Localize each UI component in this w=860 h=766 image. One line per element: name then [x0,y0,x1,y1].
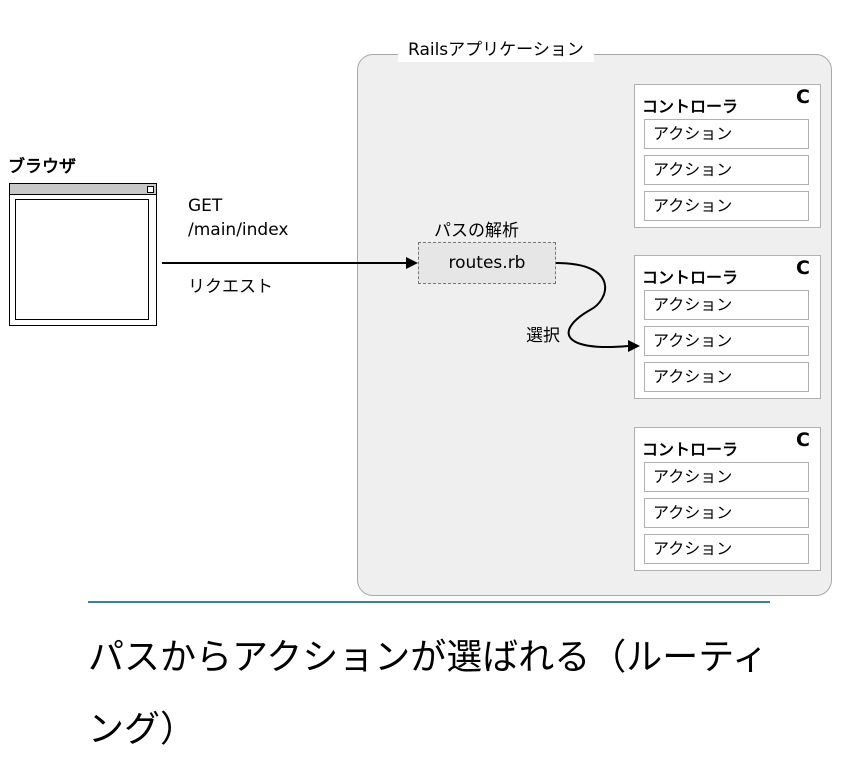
request-label: リクエスト [188,277,273,297]
action-item: アクション [644,155,809,185]
caption-divider [88,601,770,603]
action-item: アクション [644,290,809,320]
browser-window-icon [9,183,157,326]
rails-application-title: Railsアプリケーション [398,38,594,62]
window-button-icon [147,186,154,193]
controller-badge: C [796,86,810,108]
controller-box-2: コントローラ C アクション アクション アクション [634,255,821,399]
action-item: アクション [644,119,809,149]
routes-file-box: routes.rb [418,242,556,284]
controller-badge: C [796,257,810,279]
controller-box-1: コントローラ C アクション アクション アクション [634,84,821,228]
browser-label: ブラウザ [8,157,76,177]
controller-label: コントローラ [642,440,739,459]
action-item: アクション [644,362,809,392]
browser-viewport [15,199,149,320]
action-item: アクション [644,191,809,221]
controller-label: コントローラ [642,97,739,116]
path-parsing-caption: パスの解析 [434,221,519,241]
routes-file-name: routes.rb [448,253,526,273]
controller-label: コントローラ [642,268,739,287]
request-arrow [162,257,418,269]
controller-box-3: コントローラ C アクション アクション アクション [634,427,821,571]
browser-titlebar [10,184,156,195]
action-item: アクション [644,534,809,564]
action-item: アクション [644,498,809,528]
figure-caption: パスからアクションが選ばれる（ルーティング） [88,637,769,750]
select-label: 選択 [526,326,560,346]
request-method: GET [188,196,223,216]
action-item: アクション [644,462,809,492]
request-path: /main/index [188,220,289,240]
controller-badge: C [796,429,810,451]
selection-arrow [555,262,640,352]
selected-action-item: アクション [644,326,809,356]
